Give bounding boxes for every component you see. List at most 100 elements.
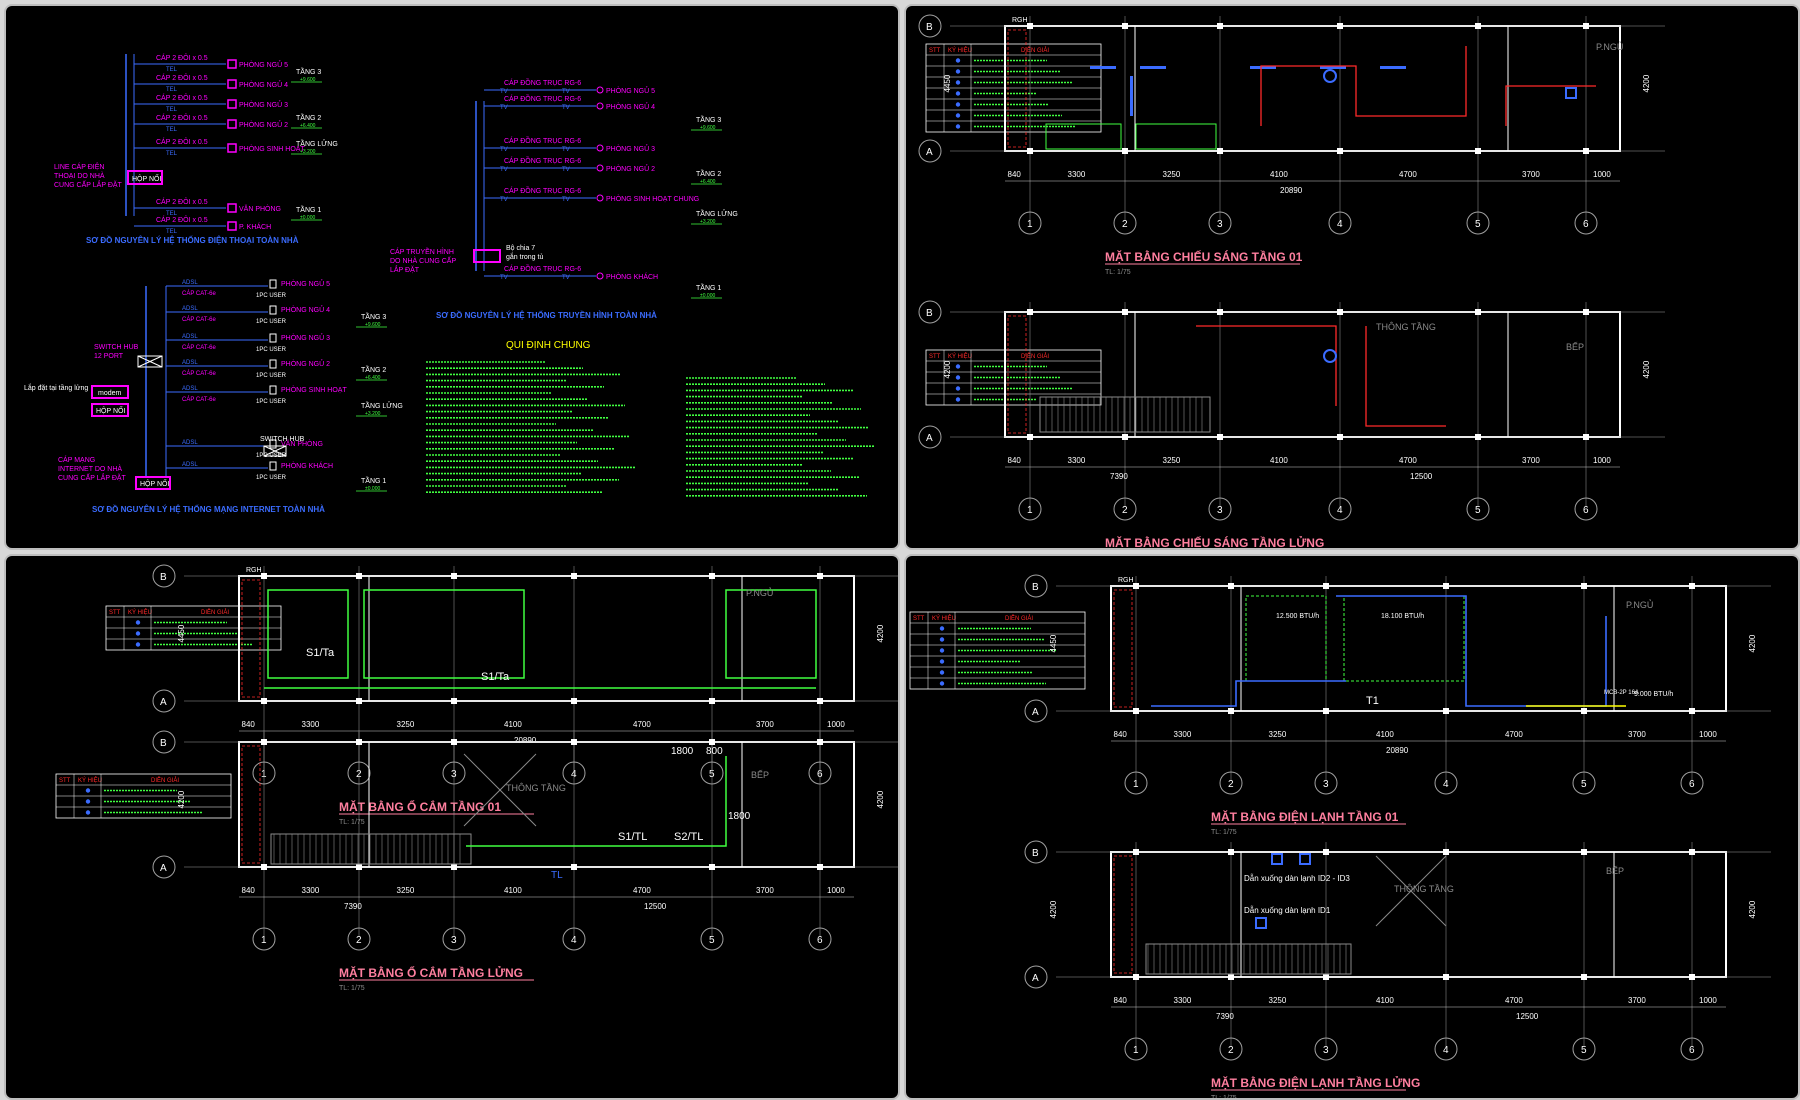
axis-number: 3	[1323, 779, 1329, 790]
axis-bubble	[1219, 1037, 1243, 1061]
dim-span: 4100	[504, 886, 522, 895]
phone-box-label: HỘP NỐI	[132, 173, 161, 183]
dim-depth: 4200	[177, 790, 186, 808]
ac-zone	[1245, 595, 1327, 682]
plan-title: MẶT BẰNG CHIẾU SÁNG TẦNG LỬNG	[1105, 535, 1324, 548]
dim-depth: 4450	[1049, 634, 1058, 652]
modem-label: modem	[98, 390, 122, 397]
light-fixture-icon	[1380, 66, 1406, 69]
level-name: TẦNG 2	[696, 168, 721, 178]
axis-bubble	[562, 927, 586, 951]
legend-head-stt: STT	[109, 610, 121, 616]
tv-source-3: LẮP ĐẶT	[390, 265, 420, 274]
column	[1443, 708, 1449, 714]
stair-hatch	[241, 579, 261, 698]
net-user-label: 1PC USER	[256, 475, 287, 481]
axis-bubble	[1124, 771, 1148, 795]
legend-symbol-icon	[939, 637, 945, 642]
net-outlet-icon	[269, 439, 277, 449]
legend-symbol-icon	[939, 659, 945, 664]
column	[261, 864, 267, 870]
tv-outlet-icon	[596, 144, 604, 152]
axis-letter: B	[160, 738, 167, 749]
column	[1228, 974, 1234, 980]
column	[1689, 974, 1695, 980]
axis-letter: A	[1032, 707, 1039, 718]
plan-title: MẶT BẰNG ĐIỆN LẠNH TẦNG LỬNG	[1211, 1075, 1420, 1090]
column	[1323, 849, 1329, 855]
tv-tag: TV	[562, 147, 570, 153]
tv-cable-label: CÁP ĐỒNG TRỤC RG-6	[504, 263, 581, 273]
axis-letter: A	[160, 863, 167, 874]
axis-bubble	[700, 927, 724, 951]
notes-title: QUI ĐỊNH CHUNG	[506, 340, 591, 351]
axis-number: 2	[1122, 505, 1128, 516]
net-cat-label: CÁP CAT-6e	[182, 290, 216, 297]
column	[1337, 434, 1343, 440]
column	[1583, 309, 1589, 315]
tv-title: SƠ ĐỒ NGUYÊN LÝ HỆ THỐNG TRUYỀN HÌNH TOÀ…	[436, 310, 657, 320]
room-label-pngu: P.NGỦ	[1596, 41, 1623, 52]
phone-room-label: VĂN PHÒNG	[239, 204, 281, 213]
axis-number: 6	[1689, 1045, 1695, 1056]
column	[1689, 583, 1695, 589]
net-adsl-label: ADSL	[182, 306, 198, 312]
axis-bubble	[1208, 211, 1232, 235]
legend-head-stt: STT	[913, 616, 925, 622]
green-zone	[1045, 123, 1122, 150]
phone-cable-label: CÁP 2 ĐÔI x 0.5	[156, 137, 208, 146]
column	[1323, 708, 1329, 714]
dim-span: 3300	[1174, 996, 1192, 1005]
level-elevation: +6.400	[300, 123, 316, 129]
idu-icon	[1299, 853, 1311, 865]
column	[1583, 23, 1589, 29]
axis-number: 3	[451, 935, 457, 946]
rgh-label: RGH	[246, 567, 262, 574]
level-elevation: +9.600	[365, 322, 381, 328]
switch-hub-sub	[263, 445, 287, 457]
level-name: TẦNG 3	[296, 66, 321, 76]
tv-room-label: PHÒNG NGỦ 4	[606, 102, 655, 111]
axis-number: 1	[1133, 779, 1139, 790]
ac-capacity: 12.500 BTU/h	[1276, 613, 1319, 620]
level-elevation: +3.200	[365, 411, 381, 417]
dim-span: 3300	[302, 720, 320, 729]
column	[1027, 309, 1033, 315]
tv-source-1: CÁP TRUYỀN HÌNH	[390, 246, 454, 256]
net-outlet-icon	[269, 279, 277, 289]
axis-number: 6	[1583, 219, 1589, 230]
column	[709, 573, 715, 579]
socket-tag-s1ta: S1/Ta	[306, 647, 335, 659]
net-cat-label: CÁP CAT-6e	[182, 396, 216, 403]
tv-source-2: DO NHÀ CUNG CẤP	[390, 255, 456, 265]
column	[1133, 708, 1139, 714]
tv-tag: TV	[500, 197, 508, 203]
socket-height: 1800	[728, 811, 751, 822]
plan-scale: TL: 1/75	[1211, 1095, 1237, 1098]
axis-bubble	[1434, 771, 1458, 795]
stair-hatch	[1113, 855, 1133, 974]
tv-tag: TV	[562, 89, 570, 95]
rgh-label: RGH	[1118, 577, 1134, 584]
column	[1027, 23, 1033, 29]
socket-tag-s1ta: S1/Ta	[481, 671, 510, 683]
axis-bubble	[152, 855, 176, 879]
axis-number: 1	[1027, 219, 1033, 230]
legend-symbol-icon	[135, 642, 141, 647]
socket-circuit	[363, 589, 525, 679]
column	[1217, 148, 1223, 154]
column	[571, 573, 577, 579]
dim-span: 4700	[1399, 456, 1417, 465]
axis-number: 4	[1337, 505, 1343, 516]
net-junction-box	[91, 403, 129, 417]
axis-bubble	[1113, 211, 1137, 235]
column	[1323, 974, 1329, 980]
tv-cable-label: CÁP ĐỒNG TRỤC RG-6	[504, 155, 581, 165]
column	[817, 739, 823, 745]
